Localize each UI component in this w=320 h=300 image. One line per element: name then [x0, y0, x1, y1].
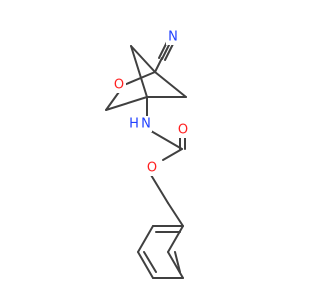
bond-bridgehead-to-nitrile-carbon: [154, 57, 163, 73]
carbonyl-o-label-bg: [176, 122, 190, 138]
ring-o-label-bg: [112, 77, 126, 93]
carbonyl-oxygen-label: O: [178, 123, 188, 138]
bond-nitrile-triple-3: [164, 43, 174, 61]
amide-nitrogen-label: N: [141, 117, 151, 132]
bond-nitrile-triple-2: [161, 42, 171, 60]
bond-ester-o-to-benzyl-ch2: [150, 174, 169, 204]
amide-hydrogen-label: H: [129, 117, 139, 132]
bond-amide-n-to-carbonyl-carbon: [150, 130, 183, 150]
ring-oxygen-label: O: [114, 78, 124, 93]
bond-benzene-c4-c5: [137, 251, 154, 279]
atom-label-layer: N O H N O O: [112, 29, 190, 176]
nitrile-n-label-bg: [166, 29, 180, 45]
bond-benzene-c2-c3: [167, 251, 184, 279]
bond-benzene-c1-c2: [167, 225, 184, 253]
bond-bridgehead-top-to-bridge-right: [154, 71, 187, 98]
bond-carbonyl-carbon-to-ester-o: [162, 148, 183, 161]
bond-bridgehead-top-to-ring-oxygen: [123, 71, 156, 86]
bond-bridge-left-to-bridgehead-bottom: [130, 45, 148, 98]
bond-ch2-to-bridgehead-bottom: [105, 96, 148, 111]
molecule-structure-diagram: N O H N O O: [105, 29, 190, 279]
amide-nh-label-bg: [128, 116, 152, 132]
bond-nitrile-triple-1: [158, 41, 168, 59]
nitrile-nitrogen-label: N: [168, 30, 178, 45]
bond-benzene-inner-double-left: [143, 251, 157, 273]
ester-oxygen-label: O: [147, 161, 157, 176]
ester-o-label-bg: [145, 160, 159, 176]
bond-benzene-inner-double-right: [174, 251, 181, 273]
bond-benzene-c5-c6: [137, 225, 154, 253]
bond-benzyl-ch2-to-ring: [167, 202, 184, 227]
bond-bridgehead-top-to-bridge-left: [130, 45, 156, 73]
